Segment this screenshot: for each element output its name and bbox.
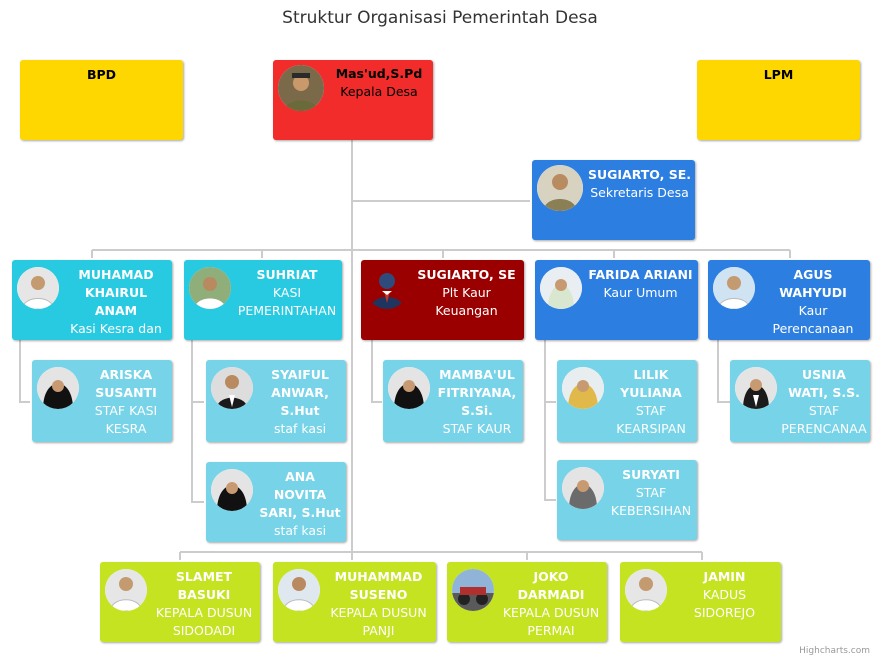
node-title: STAF PERENCANAA bbox=[781, 403, 867, 436]
node-staf-kebersihan[interactable]: SURYATI STAF KEBERSIHAN bbox=[557, 460, 697, 540]
node-kadus-permai[interactable]: JOKO DARMADI KEPALA DUSUN PERMAI bbox=[447, 562, 607, 642]
node-staf-kaur-keuangan[interactable]: MAMBA'UL FITRIYANA, S.Si. STAF KAUR bbox=[383, 360, 523, 442]
node-staf-perencanaan[interactable]: USNIA WATI, S.S. STAF PERENCANAA bbox=[730, 360, 870, 442]
node-title: STAF KEARSIPAN bbox=[616, 403, 686, 436]
node-name: ARISKA SUSANTI bbox=[95, 367, 157, 400]
node-staf-kesra[interactable]: ARISKA SUSANTI STAF KASI KESRA bbox=[32, 360, 172, 442]
node-title: Kaur Perencanaan bbox=[772, 303, 854, 336]
photo-man-icon bbox=[278, 65, 324, 111]
node-name: LILIK YULIANA bbox=[620, 367, 682, 400]
photo-man-icon bbox=[278, 569, 320, 611]
node-title: staf kasi bbox=[273, 523, 327, 538]
photo-woman-icon bbox=[37, 367, 79, 409]
node-lpm[interactable]: LPM bbox=[697, 60, 860, 140]
node-staf-pemerintahan-1[interactable]: SYAIFUL ANWAR, S.Hut staf kasi bbox=[206, 360, 346, 442]
photo-man-icon bbox=[105, 569, 147, 611]
node-title: Kasi Kesra dan bbox=[70, 321, 162, 336]
node-name: USNIA WATI, S.S. bbox=[788, 367, 860, 400]
node-title: Sekretaris Desa bbox=[590, 185, 689, 200]
node-staf-kearsipan[interactable]: LILIK YULIANA STAF KEARSIPAN bbox=[557, 360, 697, 442]
node-title: STAF KASI KESRA bbox=[94, 403, 158, 436]
person-placeholder-icon bbox=[366, 267, 408, 309]
photo-woman-icon bbox=[540, 267, 582, 309]
node-name: AGUS WAHYUDI bbox=[779, 267, 847, 300]
node-title: KADUS SIDOREJO bbox=[693, 587, 756, 620]
node-name: JOKO DARMADI bbox=[517, 569, 585, 602]
photo-man-icon bbox=[189, 267, 231, 309]
node-name: SLAMET BASUKI bbox=[175, 569, 233, 602]
node-name: MAMBA'UL FITRIYANA, S.Si. bbox=[437, 367, 517, 418]
node-title: KEPALA DUSUN PANJI bbox=[330, 605, 427, 638]
node-title: KEPALA DUSUN SIDODADI bbox=[155, 605, 253, 638]
node-name: MUHAMMAD SUSENO bbox=[334, 569, 423, 602]
node-name: ANA NOVITA SARI, S.Hut bbox=[259, 469, 341, 520]
node-kadus-sidorejo[interactable]: JAMIN KADUS SIDOREJO bbox=[620, 562, 781, 642]
node-kadus-sidodadi[interactable]: SLAMET BASUKI KEPALA DUSUN SIDODADI bbox=[100, 562, 260, 642]
chart-title: Struktur Organisasi Pemerintah Desa bbox=[282, 8, 598, 28]
node-title: STAF KAUR bbox=[442, 421, 512, 436]
photo-vehicle-icon bbox=[452, 569, 494, 611]
node-kaur-keuangan[interactable]: SUGIARTO, SE Plt Kaur Keuangan bbox=[361, 260, 524, 340]
photo-woman-icon bbox=[388, 367, 430, 409]
node-title: Kaur Umum bbox=[603, 285, 678, 300]
node-sekretaris-desa[interactable]: SUGIARTO, SE. Sekretaris Desa bbox=[532, 160, 695, 240]
node-kasi-pemerintahan[interactable]: SUHRIAT KASI PEMERINTAHAN bbox=[184, 260, 342, 340]
node-title: KASI PEMERINTAHAN bbox=[237, 285, 337, 318]
photo-woman-icon bbox=[735, 367, 777, 409]
photo-man-icon bbox=[17, 267, 59, 309]
node-kepala-desa[interactable]: Mas'ud,S.Pd Kepala Desa bbox=[273, 60, 433, 140]
node-bpd[interactable]: BPD bbox=[20, 60, 183, 140]
credits-link[interactable]: Highcharts.com bbox=[799, 646, 870, 656]
node-name: LPM bbox=[763, 67, 794, 82]
node-kasi-kesra[interactable]: MUHAMAD KHAIRUL ANAM Kasi Kesra dan bbox=[12, 260, 172, 340]
node-name: BPD bbox=[86, 67, 117, 82]
node-kadus-panji[interactable]: MUHAMMAD SUSENO KEPALA DUSUN PANJI bbox=[273, 562, 436, 642]
node-staf-pemerintahan-2[interactable]: ANA NOVITA SARI, S.Hut staf kasi bbox=[206, 462, 346, 542]
photo-woman-icon bbox=[562, 467, 604, 509]
node-name: JAMIN bbox=[703, 569, 746, 584]
photo-man-icon bbox=[537, 165, 583, 211]
node-name: SUGIARTO, SE bbox=[417, 267, 516, 282]
photo-man-icon bbox=[713, 267, 755, 309]
node-name: SURYATI bbox=[622, 467, 680, 482]
node-name: SUHRIAT bbox=[256, 267, 318, 282]
photo-woman-icon bbox=[211, 469, 253, 511]
node-name: FARIDA ARIANI bbox=[588, 267, 693, 282]
photo-man-icon bbox=[211, 367, 253, 409]
node-kaur-umum[interactable]: FARIDA ARIANI Kaur Umum bbox=[535, 260, 698, 340]
photo-woman-icon bbox=[562, 367, 604, 409]
node-kaur-perencanaan[interactable]: AGUS WAHYUDI Kaur Perencanaan bbox=[708, 260, 870, 340]
node-title: Plt Kaur Keuangan bbox=[435, 285, 498, 318]
node-name: SUGIARTO, SE. bbox=[587, 167, 692, 182]
node-name: MUHAMAD KHAIRUL ANAM bbox=[78, 267, 154, 318]
node-title: STAF KEBERSIHAN bbox=[610, 485, 692, 518]
node-title: staf kasi bbox=[273, 421, 327, 436]
node-title: KEPALA DUSUN PERMAI bbox=[502, 605, 600, 638]
node-name: SYAIFUL ANWAR, S.Hut bbox=[271, 367, 329, 418]
photo-man-icon bbox=[625, 569, 667, 611]
node-title: Kepala Desa bbox=[340, 84, 418, 99]
node-name: Mas'ud,S.Pd bbox=[335, 66, 423, 81]
